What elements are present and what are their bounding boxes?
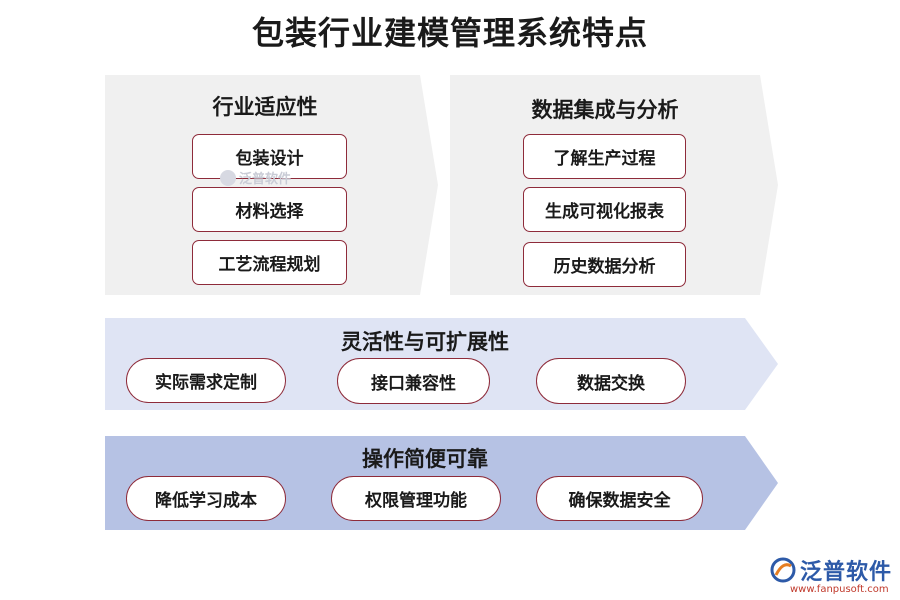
flex-item-custom: 实际需求定制 [126, 358, 286, 403]
flex-item-interface: 接口兼容性 [337, 358, 490, 404]
data-item-understand-production: 了解生产过程 [523, 134, 686, 179]
data-item-history-analysis: 历史数据分析 [523, 242, 686, 287]
ease-item-learning-cost: 降低学习成本 [126, 476, 286, 521]
watermark-logo-icon [220, 169, 236, 186]
industry-panel-arrow [105, 75, 438, 295]
industry-heading: 行业适应性 [212, 95, 318, 119]
ease-item-permissions: 权限管理功能 [331, 476, 501, 521]
watermark-text: 泛普软件 [239, 172, 292, 187]
logo-icon [770, 557, 796, 583]
flexibility-heading: 灵活性与可扩展性 [341, 330, 509, 354]
logo-url: www.fanpusoft.com [790, 584, 889, 595]
page-title: 包装行业建模管理系统特点 [251, 14, 648, 52]
ease-heading: 操作简便可靠 [362, 447, 488, 471]
data-integration-heading: 数据集成与分析 [531, 98, 679, 122]
company-logo: 泛普软件 [770, 554, 892, 586]
industry-item-process-planning: 工艺流程规划 [192, 240, 347, 285]
flex-item-data-exchange: 数据交换 [536, 358, 686, 404]
logo-name: 泛普软件 [800, 560, 893, 585]
data-panel-arrow [450, 75, 778, 295]
industry-item-packaging-design: 包装设计 [192, 134, 347, 179]
ease-item-data-security: 确保数据安全 [536, 476, 703, 521]
watermark: 泛普软件 [220, 168, 291, 187]
industry-item-material-selection: 材料选择 [192, 187, 347, 232]
data-item-visual-reports: 生成可视化报表 [523, 187, 686, 232]
